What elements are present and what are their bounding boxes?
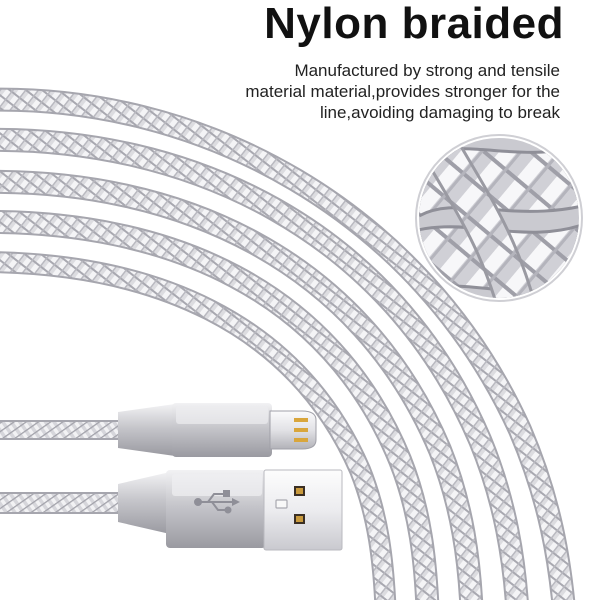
description-line: material material,provides stronger for … xyxy=(245,82,560,101)
description-line: Manufactured by strong and tensile xyxy=(294,61,560,80)
lightning-cable xyxy=(0,403,317,457)
usb-cable xyxy=(0,469,343,551)
cable-coils xyxy=(0,87,576,600)
usb-icon xyxy=(194,490,240,514)
description-line: line,avoiding damaging to break xyxy=(319,103,560,122)
product-description: Manufactured by strong and tensile mater… xyxy=(140,60,560,123)
page-title: Nylon braided xyxy=(264,0,564,48)
